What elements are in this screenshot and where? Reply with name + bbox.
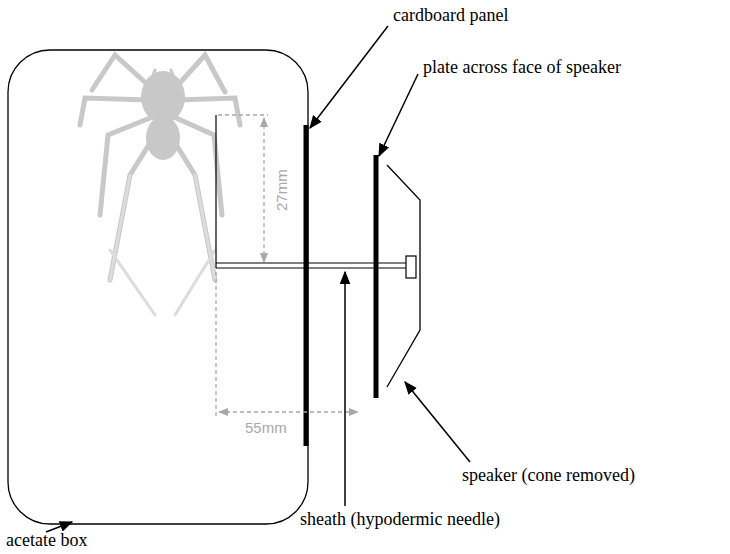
- spider-abdomen: [141, 71, 185, 123]
- sheath: [216, 262, 406, 263]
- dimension-lines: [216, 115, 358, 418]
- dimension-label: 55mm: [245, 420, 287, 437]
- part-label: cardboard panel: [393, 6, 508, 26]
- spider-cephalothorax: [146, 116, 180, 160]
- cardboard-panel: [304, 125, 309, 446]
- leader-arrows: [46, 26, 470, 532]
- speaker-plate: [374, 155, 379, 398]
- speaker-magnet: [406, 256, 416, 278]
- stimulus-wire: [215, 115, 216, 268]
- part-label: plate across face of speaker: [423, 58, 621, 78]
- part-label: acetate box: [6, 531, 87, 551]
- dimension-label: 27mm: [274, 169, 291, 211]
- acetate-box-outline: [8, 50, 308, 524]
- part-label: speaker (cone removed): [462, 466, 635, 486]
- speaker-frame: [387, 165, 420, 387]
- part-label: sheath (hypodermic needle): [300, 510, 500, 530]
- sheath: [216, 267, 406, 268]
